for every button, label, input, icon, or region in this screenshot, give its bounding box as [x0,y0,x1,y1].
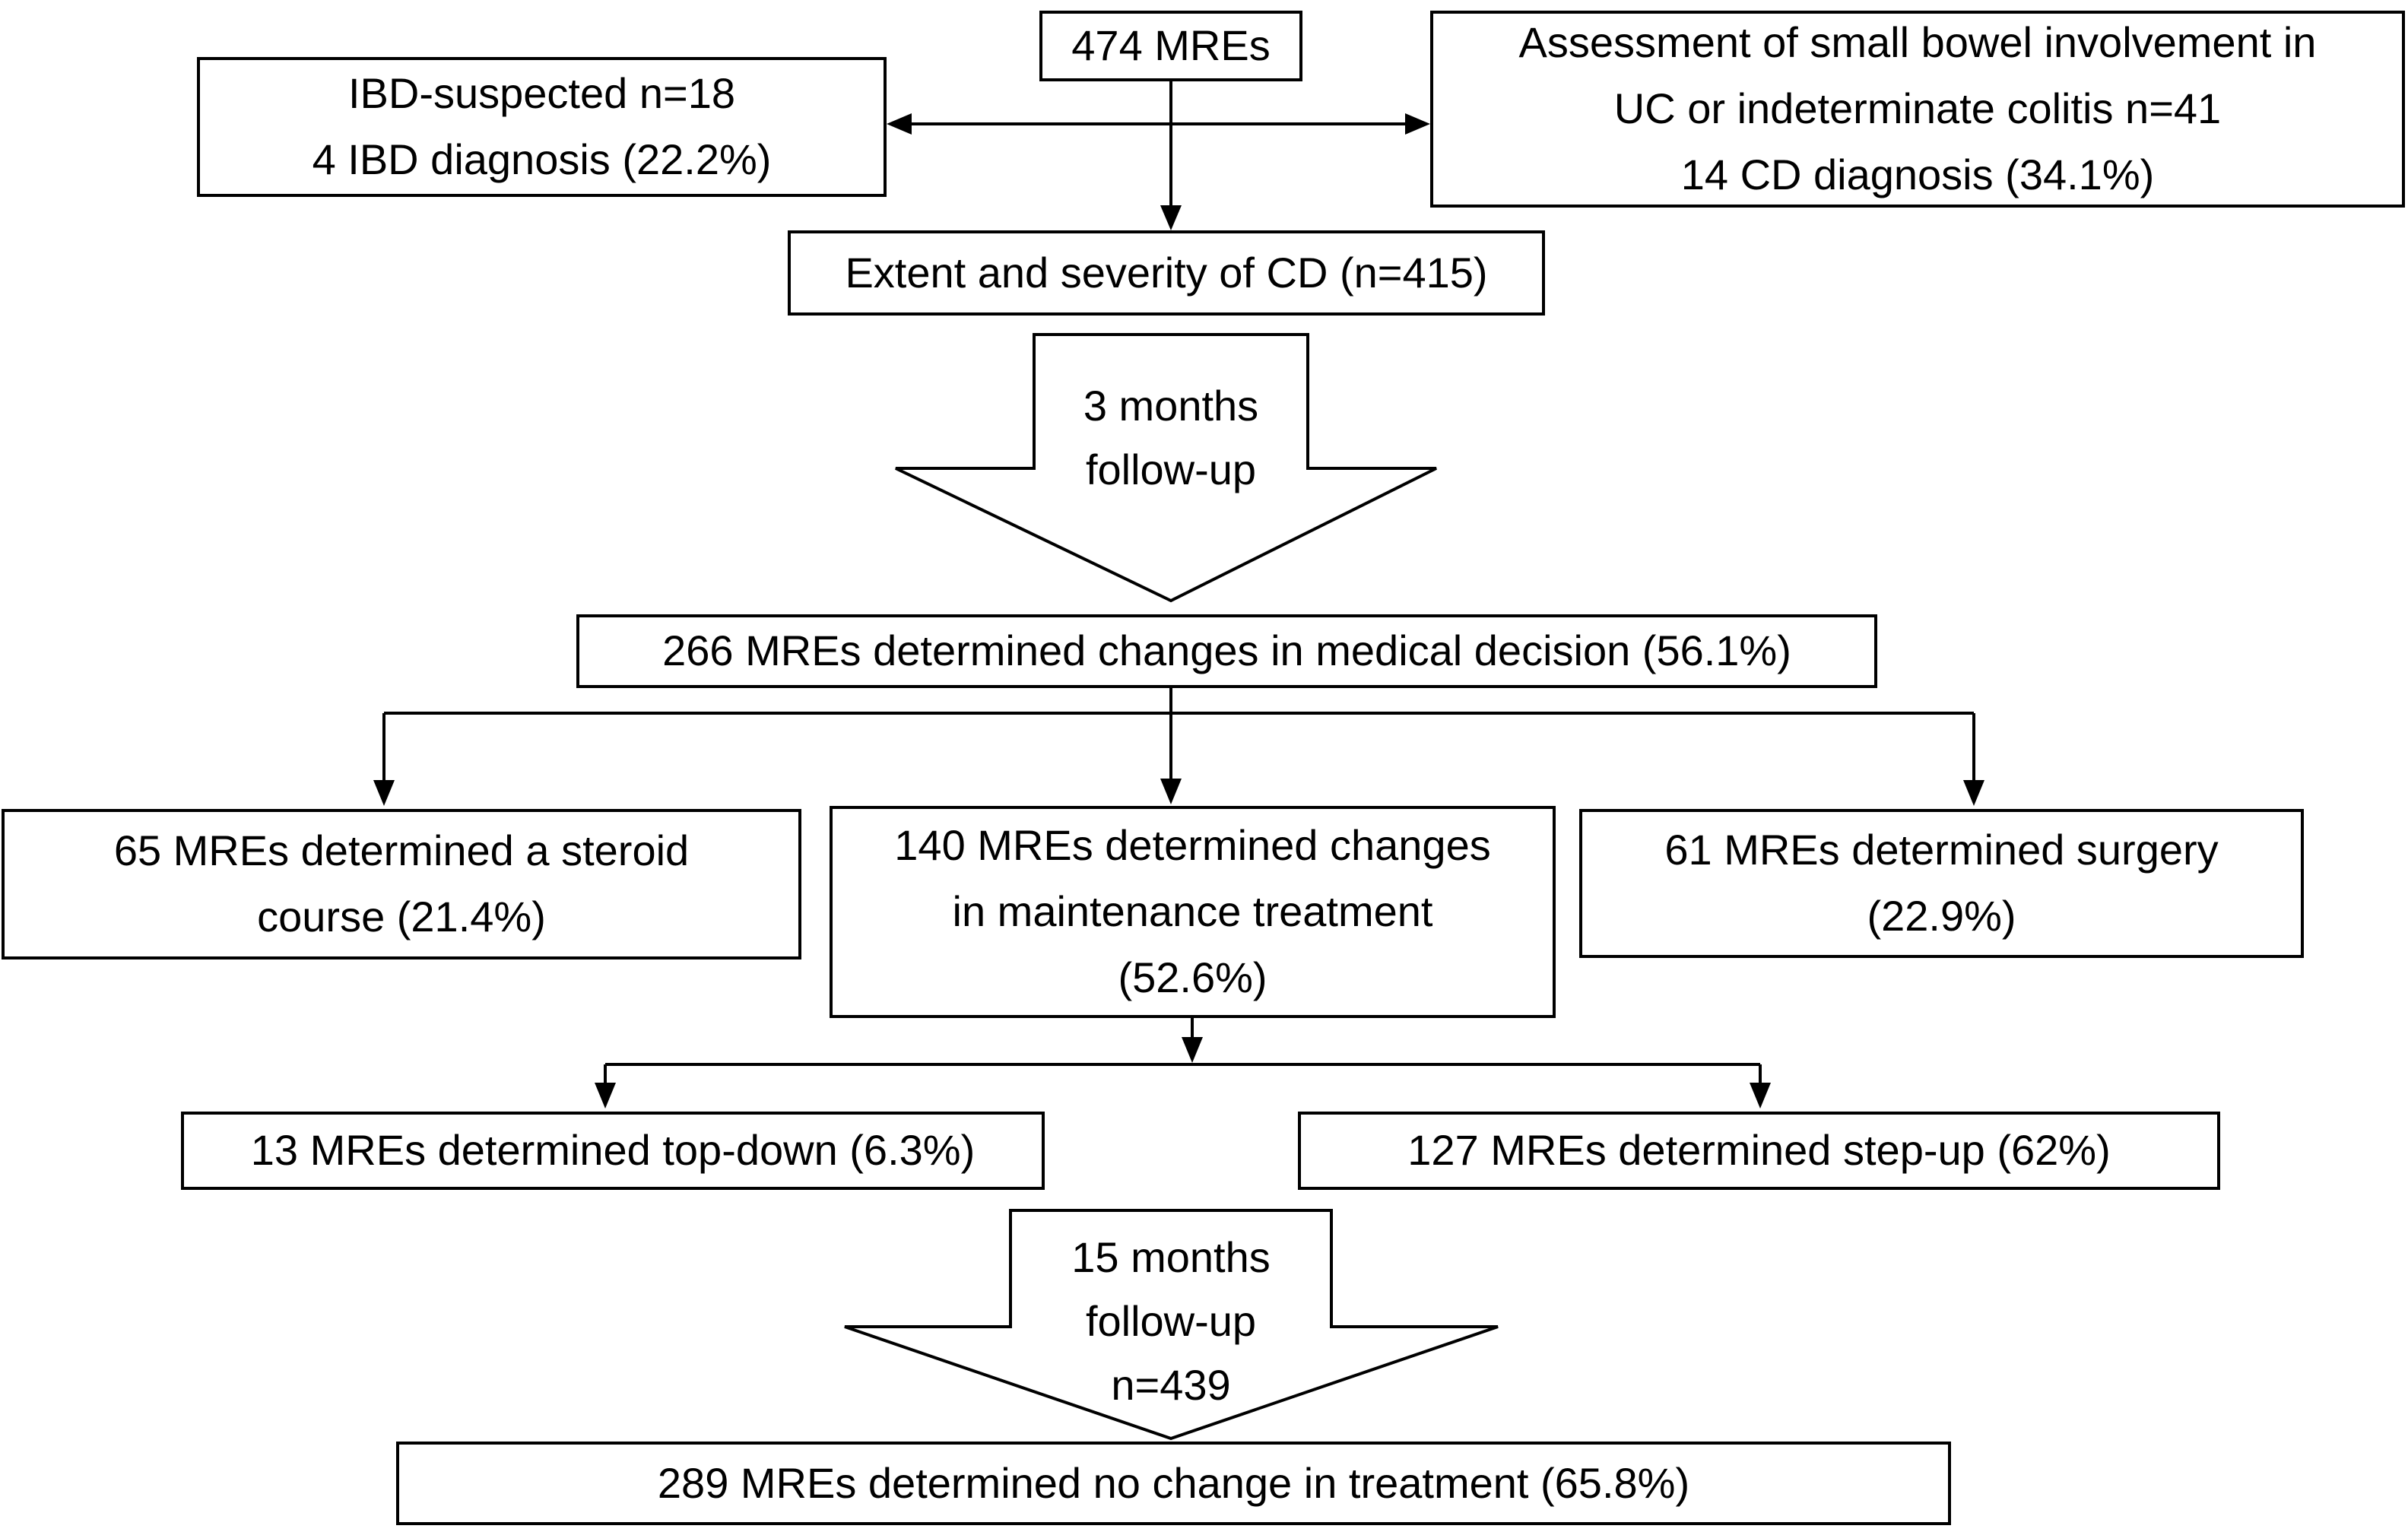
node-13-topdown: 13 MREs determined top-down (6.3%) [181,1112,1045,1190]
node-289-no-change: 289 MREs determined no change in treatme… [396,1442,1951,1525]
arrowhead-down-topdown [595,1083,616,1109]
node-127-stepup: 127 MREs determined step-up (62%) [1298,1112,2220,1190]
arrowhead-down-extent [1160,205,1182,230]
node-uc-assessment: Assessment of small bowel involvement in… [1430,11,2405,208]
arrowhead-down-surgery [1963,780,1984,806]
arrowhead-down-junction [1182,1037,1203,1063]
label-15-months-followup: 15 months follow-up n=439 [1071,1233,1271,1409]
arrowhead-down-stepup [1750,1083,1771,1109]
arrowhead-down-steroid [373,780,395,806]
node-extent-severity: Extent and severity of CD (n=415) [788,230,1545,316]
arrowhead-left-ibd [887,113,912,135]
arrowhead-down-maintenance [1160,779,1182,804]
arrowhead-right-assessment [1405,113,1430,135]
block-arrow-3-months [895,333,1437,603]
node-266-medical-decision: 266 MREs determined changes in medical d… [576,614,1877,688]
label-3-months-followup: 3 months follow-up [1083,382,1259,493]
node-ibd-suspected: IBD-suspected n=18 4 IBD diagnosis (22.2… [197,57,887,197]
node-61-surgery: 61 MREs determined surgery (22.9%) [1579,809,2304,958]
node-474-mres: 474 MREs [1039,11,1302,81]
node-65-steroid-course: 65 MREs determined a steroid course (21.… [2,809,801,959]
node-140-maintenance-treatment: 140 MREs determined changes in maintenan… [830,806,1556,1018]
block-arrow-15-months [844,1209,1499,1441]
